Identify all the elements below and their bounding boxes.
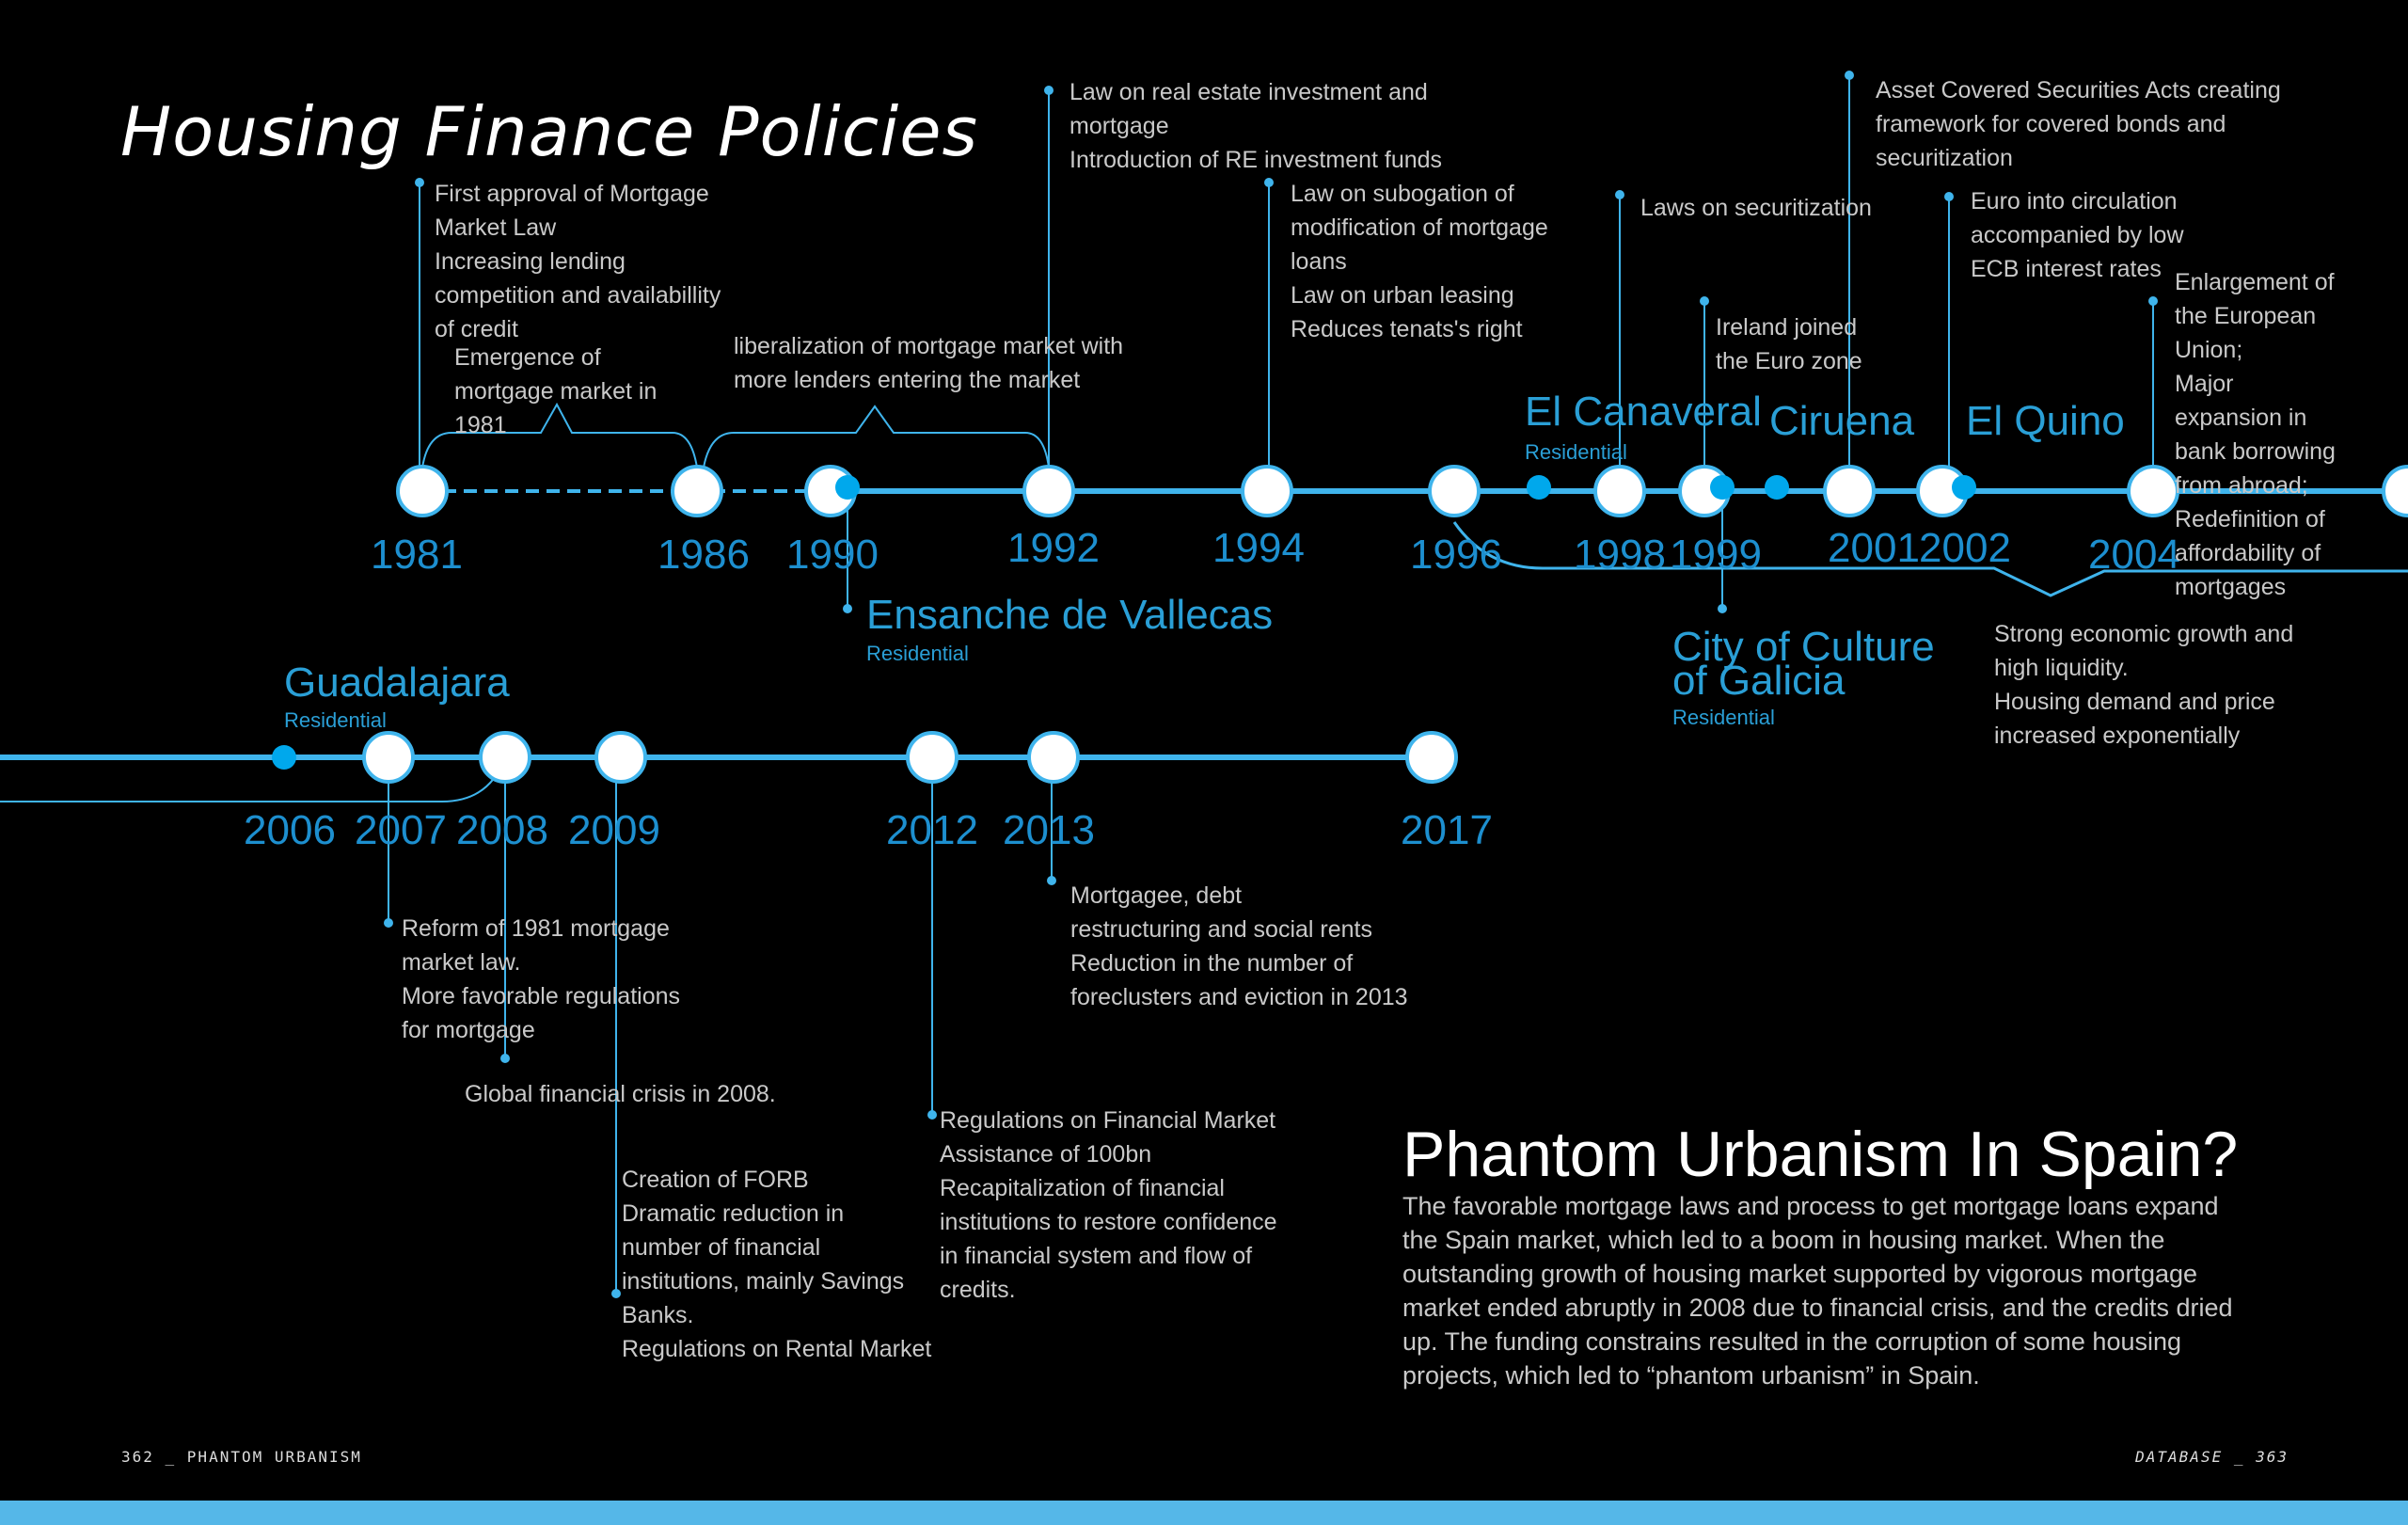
year-label: 1981	[371, 532, 463, 578]
year-label: 2012	[886, 807, 978, 853]
note-2013: Mortgagee, debt restructuring and social…	[1070, 882, 1408, 1010]
note-1998: Laws on securitization	[1640, 195, 1872, 221]
milestone-2017	[1405, 731, 1458, 784]
place-name: El Canaveral	[1525, 389, 1762, 435]
note-1992: Law on real estate investment and mortga…	[1069, 79, 1443, 173]
brace-1986-1992	[703, 405, 1050, 469]
place-name: Ciruena	[1769, 398, 1915, 444]
connector-end-dots	[384, 71, 2158, 1298]
bottom-color-band	[0, 1501, 2408, 1525]
milestone-1992	[1022, 465, 1075, 517]
milestone-1998	[1593, 465, 1646, 517]
note-2001: Asset Covered Securities Acts creating f…	[1876, 77, 2281, 171]
milestone-2005	[2382, 465, 2408, 517]
place-name: Ensanche de Vallecas	[866, 592, 1274, 638]
year-label: 2009	[568, 807, 660, 853]
year-label: 2008	[456, 807, 548, 853]
milestone-2008	[479, 731, 531, 784]
place-type: Residential	[1672, 706, 1775, 729]
year-label: 2006	[244, 807, 336, 853]
page-title: Housing Finance Policies	[120, 92, 979, 171]
article-heading: Phantom Urbanism In Spain?	[1402, 1119, 2239, 1190]
milestone-2001	[1823, 465, 1876, 517]
year-label: 1986	[657, 532, 750, 578]
milestone-2004	[2127, 465, 2179, 517]
place-type: Residential	[1525, 440, 1627, 464]
place-name: El Quino	[1966, 398, 2125, 444]
year-label: 2013	[1003, 807, 1095, 853]
note-2002: Euro into circulation accompanied by low…	[1971, 188, 2184, 282]
project-dot-ciruena	[1765, 475, 1789, 500]
place-type: Residential	[866, 642, 969, 665]
note-2007: Reform of 1981 mortgage market law. More…	[402, 915, 680, 1043]
note-1999: Ireland joined the Euro zone	[1716, 314, 1862, 374]
brace-1981-1986	[421, 402, 698, 469]
milestone-2012	[906, 731, 958, 784]
footer-right: DATABASE _ 363	[2135, 1448, 2289, 1466]
milestone-1994	[1241, 465, 1293, 517]
note-1994: Law on subogation of modification of mor…	[1291, 181, 1548, 342]
year-label: 2001	[1828, 525, 1920, 571]
note-2004: Enlargement of the European Union; Major…	[2175, 269, 2336, 600]
year-label: 2017	[1401, 807, 1493, 853]
brace-1996-2004	[1452, 521, 2408, 597]
connector-lines	[388, 75, 2154, 1294]
project-dot-vallecas	[835, 475, 860, 500]
year-label: 2004	[2088, 532, 2180, 578]
milestone-2013	[1027, 731, 1080, 784]
milestone-1986	[671, 465, 723, 517]
project-dot-quino	[1952, 475, 1976, 500]
footer-left: 362 _ PHANTOM URBANISM	[121, 1448, 362, 1466]
milestone-2009	[594, 731, 647, 784]
note-2012: Regulations on Financial Market Assistan…	[940, 1107, 1277, 1303]
milestone-2007	[362, 731, 415, 784]
year-label: 1990	[786, 532, 879, 578]
timeline-wrap-line	[0, 756, 506, 802]
project-dot-galicia	[1710, 475, 1735, 500]
note-emergence: Emergence of mortgage market in 1981	[454, 344, 657, 438]
note-1981: First approval of Mortgage Market Law In…	[435, 181, 721, 342]
place-name: City of Culture of Galicia	[1672, 624, 1935, 704]
year-label: 1992	[1007, 525, 1100, 571]
year-label: 1994	[1212, 525, 1305, 571]
year-label: 1999	[1670, 532, 1762, 578]
article-body: The favorable mortgage laws and process …	[1402, 1192, 2233, 1390]
year-label: 2007	[355, 807, 447, 853]
year-label: 2002	[1919, 525, 2011, 571]
year-label: 1998	[1574, 532, 1666, 578]
project-dot-guadalajara	[272, 745, 296, 770]
project-dot-canaveral	[1527, 475, 1551, 500]
note-2008: Global financial crisis in 2008.	[465, 1081, 776, 1107]
place-name: Guadalajara	[284, 659, 510, 706]
note-2009: Creation of FORB Dramatic reduction in n…	[622, 1167, 932, 1362]
place-type: Residential	[284, 708, 387, 732]
note-liberalization: liberalization of mortgage market with m…	[734, 333, 1124, 393]
note-growth: Strong economic growth and high liquidit…	[1994, 621, 2294, 749]
milestone-1996	[1428, 465, 1481, 517]
year-label: 1996	[1410, 532, 1502, 578]
milestone-1981	[396, 465, 449, 517]
